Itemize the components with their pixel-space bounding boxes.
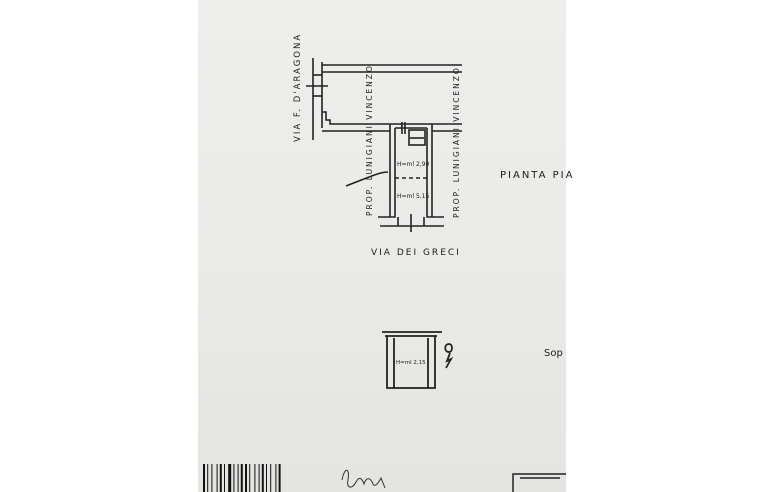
stamp-box [512,473,566,492]
barcode-bar [266,464,267,492]
barcode-bar [261,464,264,492]
barcode-bar [224,464,225,492]
height-label-cellar: H=ml 2,15 [396,360,426,366]
street-label-greci: VIA DEI GRECI [371,248,461,258]
height-label-upper: H=ml 2,90 [397,161,430,168]
barcode-bar [275,464,277,492]
height-label-lower: H=ml 5,15 [397,193,430,200]
barcode-bar [258,464,260,492]
barcode-bar [233,464,235,492]
street-label-aragona: VIA F. D'ARAGONA [293,33,303,142]
signature-scribble [341,469,386,489]
barcode-bar [228,464,232,492]
barcode [203,464,281,492]
main-room [345,122,444,232]
barcode-bar [216,464,218,492]
plan-title: PIANTA PIA [500,170,574,181]
second-plan-title: Sop [544,348,563,359]
barcode-bar [219,464,222,492]
barcode-bar [245,464,247,492]
barcode-bar [211,464,213,492]
barcode-bar [254,464,256,492]
cellar-room [382,331,454,389]
owner-label-left: PROP. LUNIGIANI VINCENZO [365,64,374,216]
barcode-bar [207,464,209,492]
barcode-bar [240,464,243,492]
street-walls [306,58,462,140]
barcode-bar [203,464,205,492]
barcode-bar [270,464,272,492]
barcode-bar [278,464,281,492]
paper-sheet [198,0,566,492]
owner-label-right: PROP. LUNIGIANI VINCENZO [452,66,461,218]
barcode-bar [249,464,251,492]
barcode-bar [237,464,239,492]
